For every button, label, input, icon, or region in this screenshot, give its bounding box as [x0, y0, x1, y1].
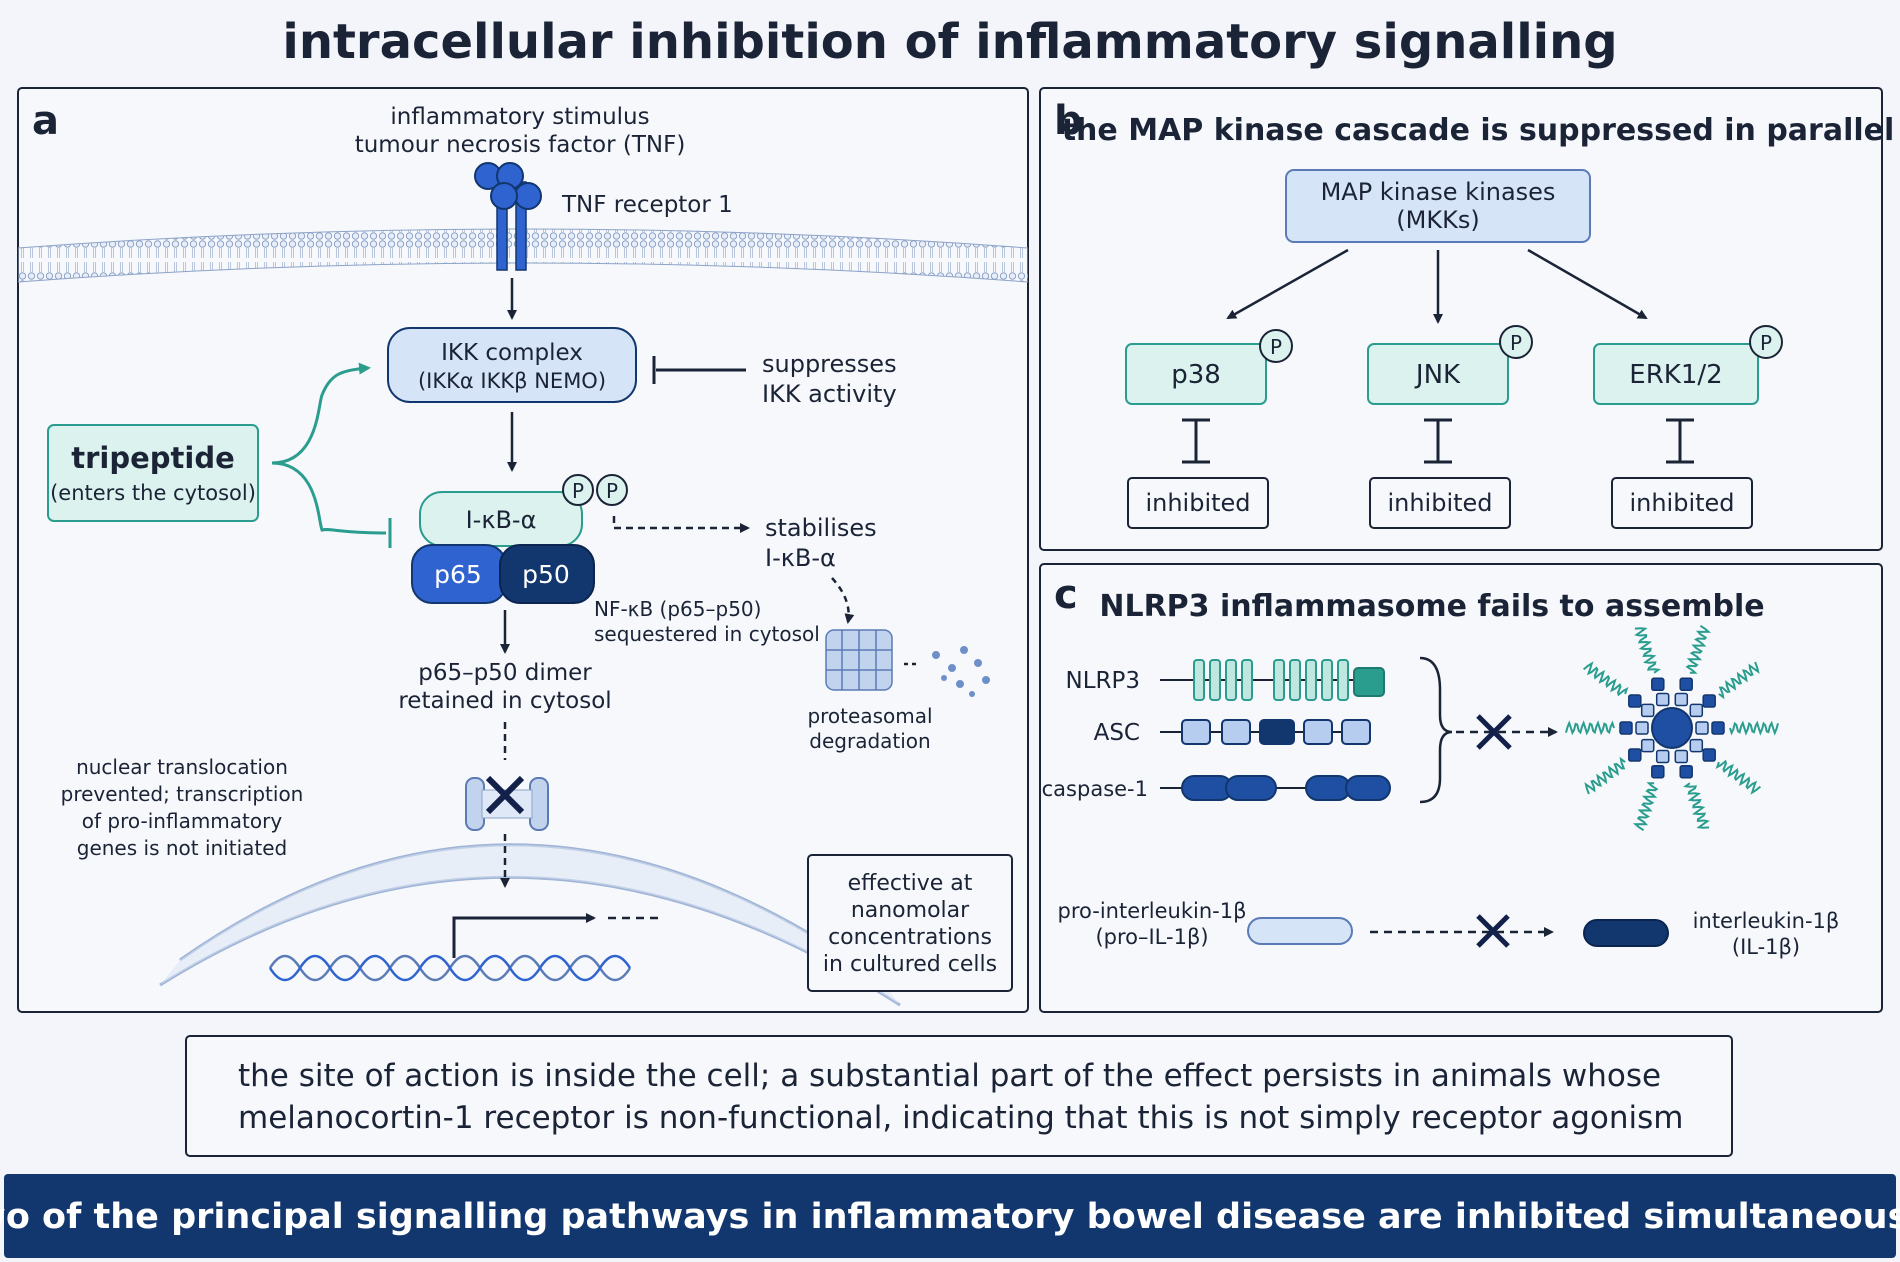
nuclear-note-3: of pro-inflammatory — [82, 809, 283, 833]
nfkb-note-1: NF-κB (p65–p50) — [594, 597, 761, 621]
svg-text:P: P — [1760, 331, 1772, 355]
component-caspase-1: caspase-1 — [1042, 777, 1148, 801]
dimer-line-1: p65–p50 dimer — [418, 660, 592, 686]
receptor-label: TNF receptor 1 — [561, 192, 733, 218]
tripeptide-box: tripeptide (enters the cytosol) — [47, 424, 259, 522]
nfkb-dimer: p65 p50 — [411, 544, 595, 604]
conclusion-line-1: the site of action is inside the cell; a… — [238, 1058, 1661, 1094]
kinase-p38-label: p38 — [1171, 360, 1221, 390]
phospho-badge-2: P — [596, 474, 628, 506]
panel-c-title: NLRP3 inflammasome fails to assemble — [1099, 589, 1764, 624]
blocked-cross-icon-il — [1476, 914, 1510, 948]
proteasome-icon — [825, 629, 893, 691]
pro-il-line-2: (pro–IL-1β) — [1095, 925, 1208, 949]
conclusion-line-2: melanocortin-1 receptor is non-functiona… — [238, 1100, 1683, 1136]
svg-text:P: P — [606, 479, 618, 503]
ikk-title: IKK complex — [441, 340, 583, 366]
nuclear-note-4: genes is not initiated — [77, 836, 288, 860]
dimer-line-2: retained in cytosol — [398, 688, 611, 714]
effective-line-1: effective at — [848, 871, 973, 896]
ikb-alpha: I-κB-α — [419, 491, 583, 547]
blocked-cross-icon-assembly — [1476, 714, 1512, 750]
effective-note-box: effective at nanomolar concentrations in… — [807, 854, 1013, 992]
stimulus-line-2: tumour necrosis factor (TNF) — [355, 132, 686, 158]
component-nlrp3: NLRP3 — [1065, 668, 1140, 694]
dna-helix-icon — [268, 954, 632, 982]
mkk-line-1: MAP kinase kinases — [1321, 178, 1556, 206]
caspase-protein-icon — [1181, 775, 1391, 801]
ikk-complex: IKK complex (IKKα IKKβ NEMO) — [387, 327, 637, 403]
kinase-erk: ERK1/2 P inhibited — [1593, 325, 1783, 529]
tripeptide-sub: (enters the cytosol) — [50, 481, 256, 505]
p65-label: p65 — [434, 560, 482, 589]
kinase-p38: p38 P inhibited — [1125, 329, 1293, 529]
panel-c: c NLRP3 inflammasome fails to assemble N… — [1039, 563, 1883, 1013]
page-title: intracellular inhibition of inflammatory… — [282, 14, 1617, 70]
stimulus-line-1: inflammatory stimulus — [390, 104, 649, 130]
panel-b-letter: b — [1054, 98, 1083, 144]
kinase-jnk-state: inhibited — [1387, 489, 1492, 517]
p50-label: p50 — [522, 560, 570, 589]
pro-il-1b-shape — [1247, 917, 1353, 945]
phospho-badge-1: P — [562, 474, 594, 506]
svg-text:P: P — [1510, 331, 1522, 355]
nuclear-note-1: nuclear translocation — [76, 755, 288, 779]
ikk-subunits: (IKKα IKKβ NEMO) — [418, 369, 606, 393]
stabilises-line-1: stabilises — [765, 514, 877, 542]
inflammasome-icon — [1565, 624, 1779, 832]
il-1b-shape — [1583, 919, 1669, 947]
proteasome-label-2: degradation — [809, 729, 930, 753]
panel-b: b the MAP kinase cascade is suppressed i… — [1039, 87, 1895, 551]
mkk-box: MAP kinase kinases (MKKs) — [1285, 169, 1591, 243]
blocked-cross-icon — [485, 775, 525, 815]
svg-text:P: P — [572, 479, 584, 503]
kinase-p38-state: inhibited — [1145, 489, 1250, 517]
kinase-jnk: JNK P inhibited — [1367, 325, 1533, 529]
mkk-line-2: (MKKs) — [1396, 206, 1479, 234]
proteasome-label-1: proteasomal — [807, 704, 932, 728]
effective-line-4: in cultured cells — [823, 952, 997, 977]
panel-a-letter: a — [32, 98, 59, 144]
panel-b-title: the MAP kinase cascade is suppressed in … — [1062, 113, 1895, 148]
kinase-erk-label: ERK1/2 — [1629, 360, 1722, 390]
conclusion-box: the site of action is inside the cell; a… — [185, 1035, 1733, 1157]
pro-il-line-1: pro-interleukin-1β — [1058, 899, 1247, 923]
peptide-fragments — [932, 646, 990, 697]
suppresses-line-1: suppresses — [762, 350, 897, 378]
stabilises-line-2: I-κB-α — [765, 544, 836, 572]
nuclear-note-2: prevented; transcription — [61, 782, 304, 806]
effective-line-2: nanomolar — [851, 898, 970, 923]
footer-banner: two of the principal signalling pathways… — [0, 1174, 1900, 1258]
component-asc: ASC — [1094, 720, 1140, 746]
kinase-erk-state: inhibited — [1629, 489, 1734, 517]
tripeptide-title: tripeptide — [71, 441, 235, 475]
footer-text: two of the principal signalling pathways… — [0, 1197, 1900, 1237]
asc-protein-icon — [1181, 719, 1371, 745]
nfkb-note-2: sequestered in cytosol — [594, 622, 820, 646]
kinase-jnk-label: JNK — [1414, 360, 1461, 390]
svg-text:P: P — [1270, 335, 1282, 359]
il-line-1: interleukin-1β — [1693, 909, 1840, 933]
effective-line-3: concentrations — [828, 925, 992, 950]
ikb-label: I-κB-α — [466, 506, 537, 534]
panel-c-letter: c — [1054, 572, 1078, 618]
suppresses-line-2: IKK activity — [762, 380, 897, 408]
panel-a: a inflammatory stimulus tumour necrosis … — [17, 87, 1029, 1013]
tnf-receptor-icon — [474, 162, 542, 271]
nlrp3-protein-icon — [1193, 659, 1385, 701]
il-line-2: (IL-1β) — [1732, 935, 1800, 959]
